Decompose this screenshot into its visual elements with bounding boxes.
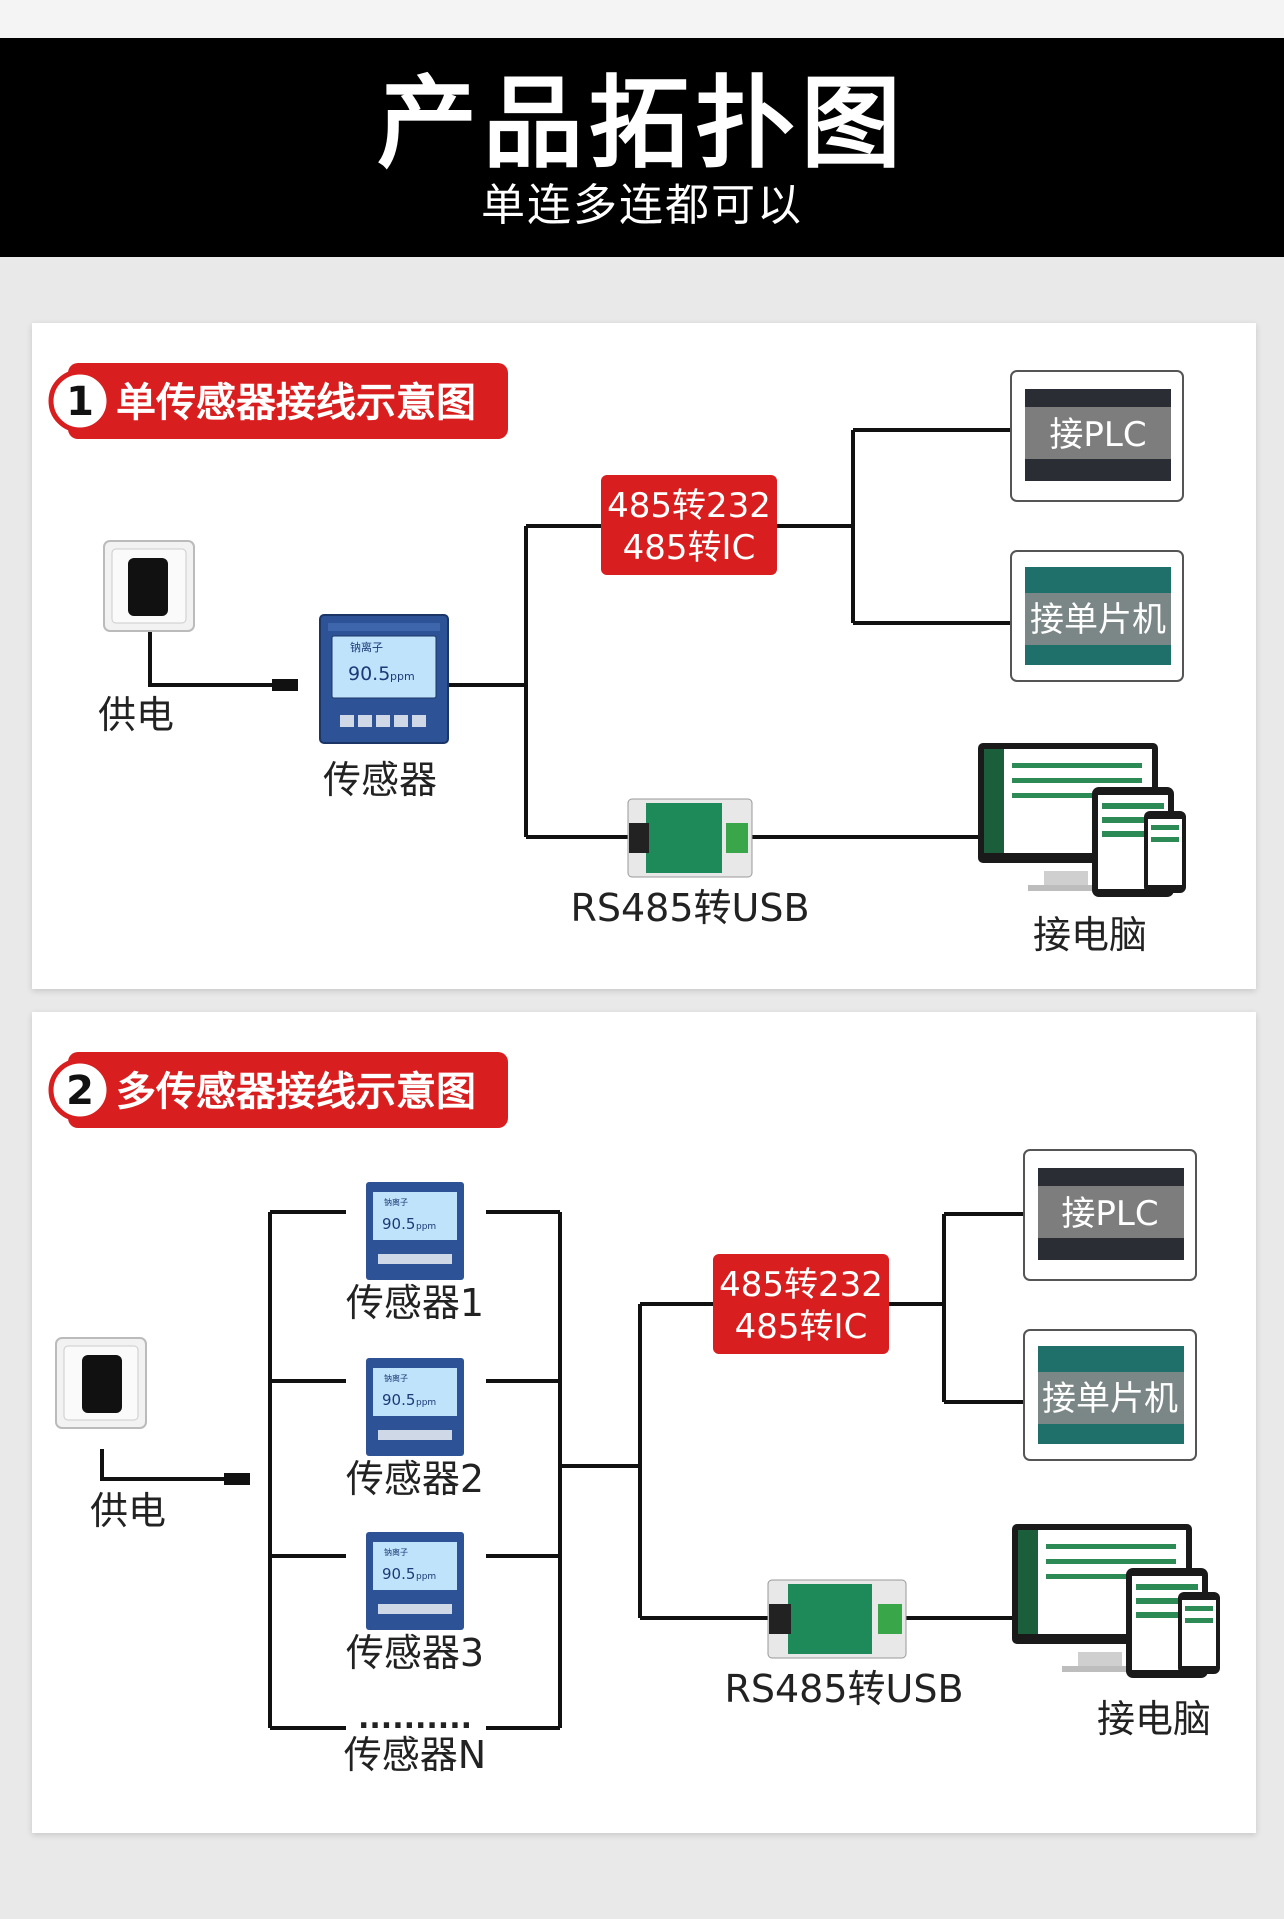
converter-badge: 485转232 485转IC (601, 475, 777, 575)
power-adapter-icon (128, 558, 168, 616)
multi-sensor-panel: 2 多传感器接线示意图 供电 钠离子 90.5 (32, 1012, 1256, 1833)
section-tag-bg (68, 1052, 508, 1128)
section-title: 单传感器接线示意图 (116, 380, 476, 426)
page-title: 产品拓扑图 (377, 65, 907, 182)
plc-label: 接PLC (1061, 1194, 1158, 1234)
sensor-unit: ppm (416, 1398, 436, 1408)
sensor-screen-title: 钠离子 (384, 1197, 408, 1207)
sensor-screen-title: 钠离子 (384, 1547, 408, 1557)
pc-label: 接电脑 (1097, 1697, 1211, 1741)
power-plug-connector (224, 1473, 250, 1485)
pc-label: 接电脑 (1033, 913, 1147, 957)
power-cord (148, 620, 272, 687)
sensor-label-1: 传感器1 (346, 1281, 484, 1325)
wall-socket-icon (103, 540, 195, 632)
sensor-unit: ppm (416, 1222, 436, 1232)
power-cord (100, 1449, 230, 1481)
mcu-box: 接单片机 (1010, 550, 1184, 682)
multi-sensor-diagram: 2 多传感器接线示意图 供电 钠离子 90.5 (48, 1052, 1220, 1777)
sensor-label-2: 传感器2 (346, 1457, 484, 1501)
mcu-label: 接单片机 (1042, 1379, 1178, 1419)
plc-label: 接PLC (1049, 415, 1146, 455)
section-tag: 2 多传感器接线示意图 (48, 1052, 508, 1128)
single-sensor-panel: 1 单传感器接线示意图 供电 钠离子 90.5 ppm 传感器 (32, 323, 1256, 989)
converter-line1: 485转232 (607, 486, 771, 526)
sensor-reading: 90.5 (382, 1565, 415, 1583)
converter-line1: 485转232 (719, 1265, 883, 1305)
power-adapter-icon (82, 1355, 122, 1413)
section-number: 2 (66, 1068, 94, 1114)
computer-icon (1012, 1524, 1220, 1678)
plc-box: 接PLC (1023, 1149, 1197, 1281)
page-header: 产品拓扑图 单连多连都可以 (0, 38, 1284, 257)
wall-socket-icon (55, 1337, 147, 1429)
rs485-usb-module-icon (767, 1579, 907, 1659)
sensor-reading: 90.5 (382, 1215, 415, 1233)
rs485-usb-module-icon (627, 798, 753, 878)
section-number-badge (48, 1058, 112, 1122)
converter-badge: 485转232 485转IC (713, 1254, 889, 1354)
power-label: 供电 (90, 1489, 166, 1533)
sensor-screen (331, 635, 437, 699)
wires (148, 428, 1012, 839)
sensor-2-icon: 钠离子 90.5 ppm (366, 1358, 464, 1456)
usb-converter-label: RS485转USB (570, 886, 809, 930)
usb-converter-label: RS485转USB (724, 1667, 963, 1711)
sensor-screen-title: 钠离子 (350, 640, 383, 654)
sensor-unit: ppm (416, 1572, 436, 1582)
section-number-badge (48, 369, 112, 433)
sensor-unit: ppm (390, 670, 415, 683)
sensor-label-3: 传感器3 (346, 1631, 484, 1675)
mcu-box: 接单片机 (1023, 1329, 1197, 1461)
sensor-screen-title: 钠离子 (384, 1373, 408, 1383)
sensor-1-icon: 钠离子 90.5 ppm (366, 1182, 464, 1280)
section-title: 多传感器接线示意图 (116, 1069, 476, 1115)
plc-box: 接PLC (1010, 370, 1184, 502)
converter-line2: 485转IC (623, 528, 756, 568)
power-plug-connector (272, 679, 298, 691)
single-sensor-diagram: 1 单传感器接线示意图 供电 钠离子 90.5 ppm 传感器 (48, 363, 1186, 957)
section-number: 1 (66, 379, 94, 425)
section-tag-bg (68, 363, 508, 439)
converter-line2: 485转IC (735, 1307, 868, 1347)
sensor-reading: 90.5 (348, 663, 390, 685)
section-tag: 1 单传感器接线示意图 (48, 363, 508, 439)
sensor-reading: 90.5 (382, 1391, 415, 1409)
sensor-controller-icon: 钠离子 90.5 ppm (319, 614, 449, 744)
page-subtitle: 单连多连都可以 (481, 180, 803, 231)
mcu-label: 接单片机 (1030, 600, 1166, 640)
computer-icon (978, 743, 1186, 897)
sensor-n-dots: .......... (358, 1701, 472, 1736)
sensor-label-n: 传感器N (344, 1733, 486, 1777)
top-band (0, 0, 1284, 38)
sensor-label: 传感器 (323, 758, 437, 802)
wires (100, 1210, 1024, 1730)
power-label: 供电 (98, 693, 174, 737)
sensor-3-icon: 钠离子 90.5 ppm (366, 1532, 464, 1630)
